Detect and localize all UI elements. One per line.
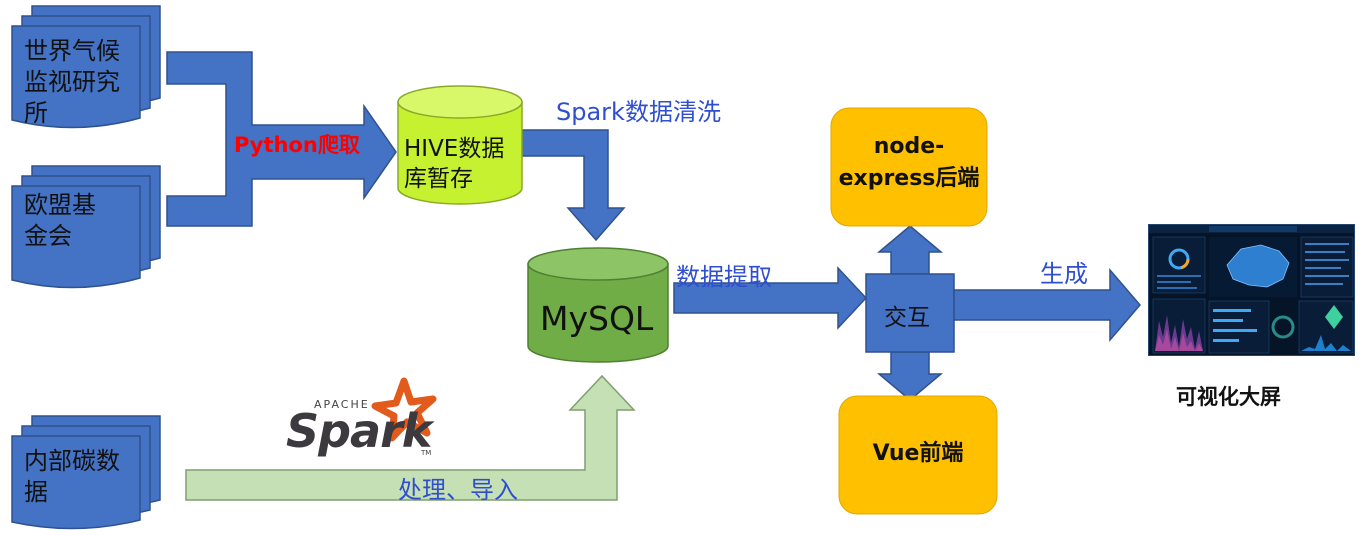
source-eu-line-1: 欧盟基	[24, 191, 96, 219]
source-internal-line-1: 内部碳数	[24, 447, 120, 475]
interact-label: 交互	[884, 305, 930, 331]
source-doc-stack-climate	[11, 5, 161, 129]
step-generate: 生成	[1040, 260, 1088, 288]
dashboard-thumbnail-graphic	[1149, 225, 1354, 354]
backend-label: node- express后端	[831, 131, 987, 195]
source-doc-stack-eu	[11, 165, 161, 289]
spark-logo-tm: TM	[421, 449, 432, 457]
source-doc-stack-internal	[11, 415, 161, 530]
interaction-hub	[865, 225, 955, 401]
source-internal-line-2: 据	[24, 478, 48, 506]
hive-label: HIVE数据 库暂存	[404, 134, 504, 194]
source-eu-fund: 欧盟基 金会	[24, 190, 96, 252]
source-climate-institute: 世界气候 监视研究 所	[24, 36, 120, 129]
mysql-database	[527, 247, 669, 363]
source-climate-line-2: 监视研究	[24, 68, 120, 96]
spark-star-icon	[371, 377, 437, 442]
step-spark-clean: Spark数据清洗	[556, 98, 721, 126]
crawl-merge-arrow	[166, 51, 397, 227]
dashboard-thumbnail	[1148, 224, 1355, 356]
generate-arrow	[953, 267, 1141, 343]
source-climate-line-1: 世界气候	[24, 37, 120, 65]
spark-clean-arrow	[521, 129, 626, 242]
step-python-crawl: Python爬取	[234, 133, 360, 157]
hive-label-line-2: 库暂存	[404, 166, 473, 192]
backend-label-line-1: node-	[873, 134, 945, 159]
spark-logo-apache: APACHE	[314, 398, 370, 411]
backend-label-line-2: express后端	[838, 166, 980, 191]
frontend-label: Vue前端	[872, 441, 964, 466]
mysql-label: MySQL	[540, 299, 654, 338]
source-internal-carbon: 内部碳数 据	[24, 446, 120, 508]
step-extract: 数据提取	[676, 263, 772, 291]
extract-arrow	[673, 266, 868, 330]
spark-logo-name: Spark	[286, 404, 432, 458]
source-eu-line-2: 金会	[24, 222, 72, 250]
step-process-import: 处理、导入	[398, 476, 518, 504]
source-climate-line-3: 所	[24, 99, 48, 127]
import-arrow	[185, 374, 636, 501]
output-label: 可视化大屏	[1176, 385, 1281, 409]
hive-database	[397, 85, 523, 205]
hive-label-line-1: HIVE数据	[404, 136, 505, 162]
frontend-box	[838, 395, 998, 515]
backend-box	[830, 107, 988, 227]
